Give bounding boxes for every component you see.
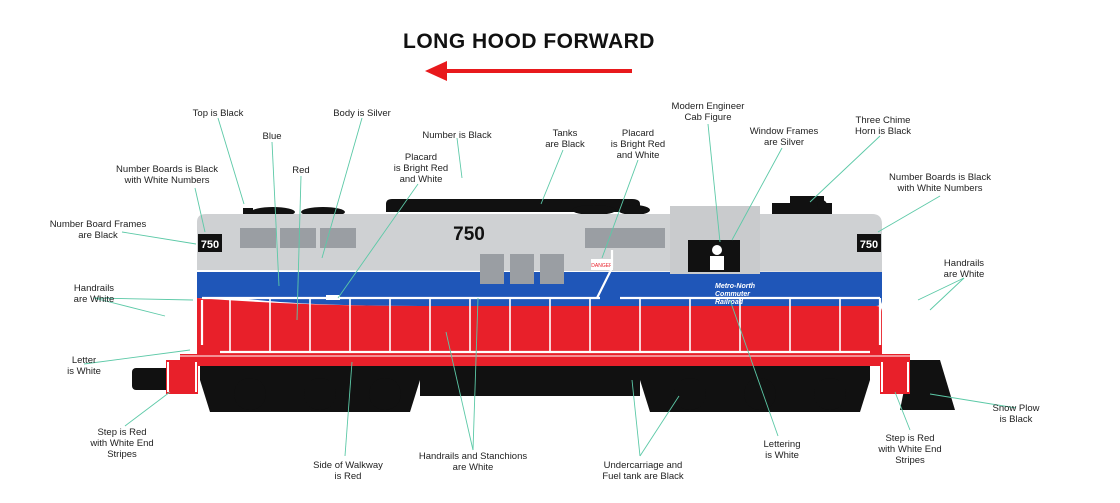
svg-text:DANGER: DANGER bbox=[591, 263, 613, 269]
walkway bbox=[180, 354, 910, 366]
engineer-figure-icon bbox=[712, 245, 722, 255]
railroad-logo: Metro-North Commuter Railroad bbox=[715, 283, 755, 306]
cab bbox=[670, 206, 760, 274]
diagram-title: LONG HOOD FORWARD bbox=[403, 30, 655, 53]
callout-red: Red bbox=[292, 165, 310, 176]
callout-body: Body is Silver bbox=[333, 108, 391, 119]
svg-text:Commuter: Commuter bbox=[715, 291, 751, 298]
snow-plow bbox=[900, 360, 955, 410]
callout-blue: Blue bbox=[262, 131, 282, 142]
svg-text:750: 750 bbox=[860, 239, 878, 251]
callout-top: Top is Black bbox=[192, 108, 244, 119]
step-front bbox=[166, 360, 198, 394]
direction-arrow bbox=[425, 61, 632, 81]
handrails bbox=[200, 250, 882, 354]
stanchions bbox=[229, 298, 841, 352]
undercarriage bbox=[132, 360, 955, 412]
leader-lines bbox=[83, 117, 1017, 457]
horn bbox=[772, 196, 832, 215]
cab-number: 750 bbox=[453, 224, 485, 245]
svg-text:Railroad: Railroad bbox=[715, 299, 744, 306]
fuel-tanks-roof bbox=[386, 199, 650, 215]
callout-number: Number is Black bbox=[422, 130, 492, 141]
svg-text:750: 750 bbox=[201, 239, 219, 251]
number-board-rear: 750 bbox=[857, 234, 881, 252]
step-rear bbox=[880, 360, 910, 394]
red-stripe bbox=[197, 298, 882, 356]
number-board-front: 750 bbox=[198, 234, 222, 252]
svg-text:Metro-North: Metro-North bbox=[715, 283, 755, 290]
blue-stripe bbox=[197, 272, 882, 306]
placard-2: DANGER bbox=[591, 259, 613, 270]
